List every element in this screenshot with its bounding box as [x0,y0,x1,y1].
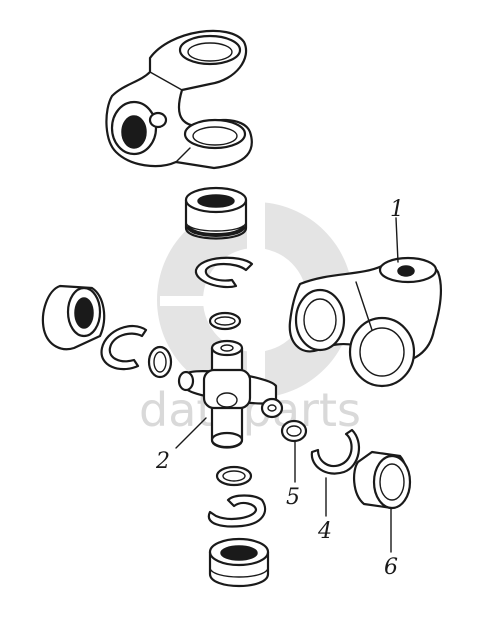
leader-line-2 [175,417,207,449]
top-seal-washer [208,311,242,331]
bottom-bearing-cup [208,537,270,588]
top-retaining-ring [194,256,254,289]
callout-label-5: 5 [286,485,300,510]
callout-label-4: 4 [317,519,332,544]
left-seal-washer [147,345,173,379]
part4-retaining-ring [310,428,361,475]
callout-label-6: 6 [384,555,398,580]
left-seal-washer-inner [153,351,167,373]
watermark-logo [157,195,353,405]
bottom-seal-washer [215,465,253,487]
bottom-seal-washer-inner [222,470,246,482]
callout-label-2: 2 [155,449,170,474]
part5-seal-washer [280,419,308,443]
top-seal-washer-inner [214,316,236,326]
left-bearing-cup [41,284,106,351]
top-yoke [105,29,253,170]
top-bearing-cup [184,186,248,240]
leader-line-1 [395,217,399,263]
bottom-retaining-ring [207,494,267,528]
left-retaining-ring [100,324,148,371]
callout-label-1: 1 [390,197,404,222]
cross-spider [177,339,284,449]
right-yoke [288,256,443,388]
part6-bearing-cup [352,450,412,510]
part5-seal-washer-inner [286,425,302,437]
